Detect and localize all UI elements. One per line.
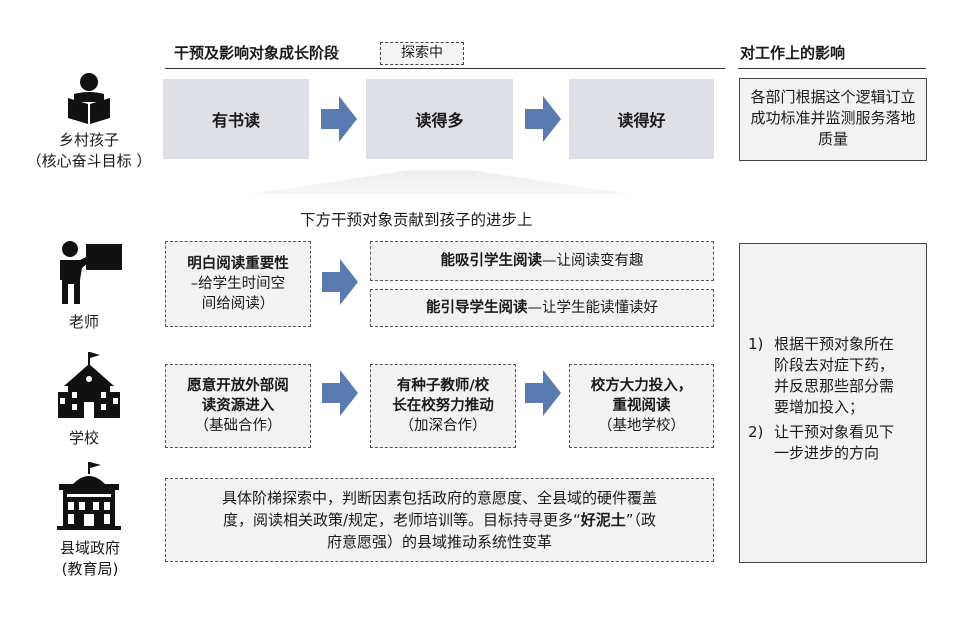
arrow-icon — [525, 96, 561, 142]
impact-box-interventions: 1) 根据干预对象所在 阶段去对症下药， 并反思那些部分需 要增加投入； 2) … — [739, 243, 927, 563]
header-divider-right — [738, 68, 926, 69]
school-label: 学校 — [68, 429, 99, 447]
stage-box-read-well: 读得好 — [569, 79, 714, 159]
stage-box-read-more: 读得多 — [366, 79, 513, 159]
teacher-box-importance: 明白阅读重要性 –给学生时间空 间给阅读） — [165, 241, 311, 327]
teacher-icon — [60, 241, 122, 304]
school-box-deepen: 有种子教师/校 长在校努力推动 （加深合作） — [370, 364, 516, 448]
school-box-base: 校方大力投入， 重视阅读 （基地学校） — [569, 364, 714, 448]
teacher-label: 老师 — [68, 313, 99, 331]
impact-list-item: 2) 让干预对象看见下 一步进步的方向 — [748, 423, 895, 462]
government-building-icon — [57, 462, 121, 530]
arrow-icon — [322, 370, 358, 416]
arrow-icon — [525, 370, 561, 416]
arrow-icon — [322, 259, 358, 305]
contribution-text: 下方干预对象贡献到孩子的进步上 — [300, 211, 533, 229]
exploring-tag: 探索中 — [380, 42, 464, 65]
government-label: 县域政府 (教育局) — [59, 539, 120, 578]
arrow-icon — [321, 96, 357, 142]
stage-header-title: 干预及影响对象成长阶段 — [174, 44, 340, 62]
impact-header-title: 对工作上的影响 — [740, 44, 846, 62]
impact-box-child: 各部门根据这个逻辑订立成功标准并监测服务落地质量 — [739, 78, 927, 161]
child-label: 乡村孩子 （核心奋斗目标 ） — [26, 131, 152, 170]
fan-band — [250, 170, 630, 194]
school-icon — [58, 352, 120, 418]
school-box-basic: 愿意开放外部阅 读资源进入 （基础合作） — [165, 364, 311, 448]
teacher-box-attract: 能吸引学生阅读—让阅读变有趣 — [370, 241, 714, 281]
government-box-text: 具体阶梯探索中，判断因素包括政府的意愿度、全县域的硬件覆盖 度，阅读相关政策/规… — [165, 478, 714, 562]
header-divider-left — [165, 68, 725, 69]
impact-list-item: 1) 根据干预对象所在 阶段去对症下药， 并反思那些部分需 要增加投入； — [748, 335, 895, 416]
teacher-box-guide: 能引导学生阅读—让学生能读懂读好 — [370, 289, 714, 327]
stage-box-have-books: 有书读 — [163, 79, 309, 159]
reading-child-icon — [68, 73, 110, 124]
